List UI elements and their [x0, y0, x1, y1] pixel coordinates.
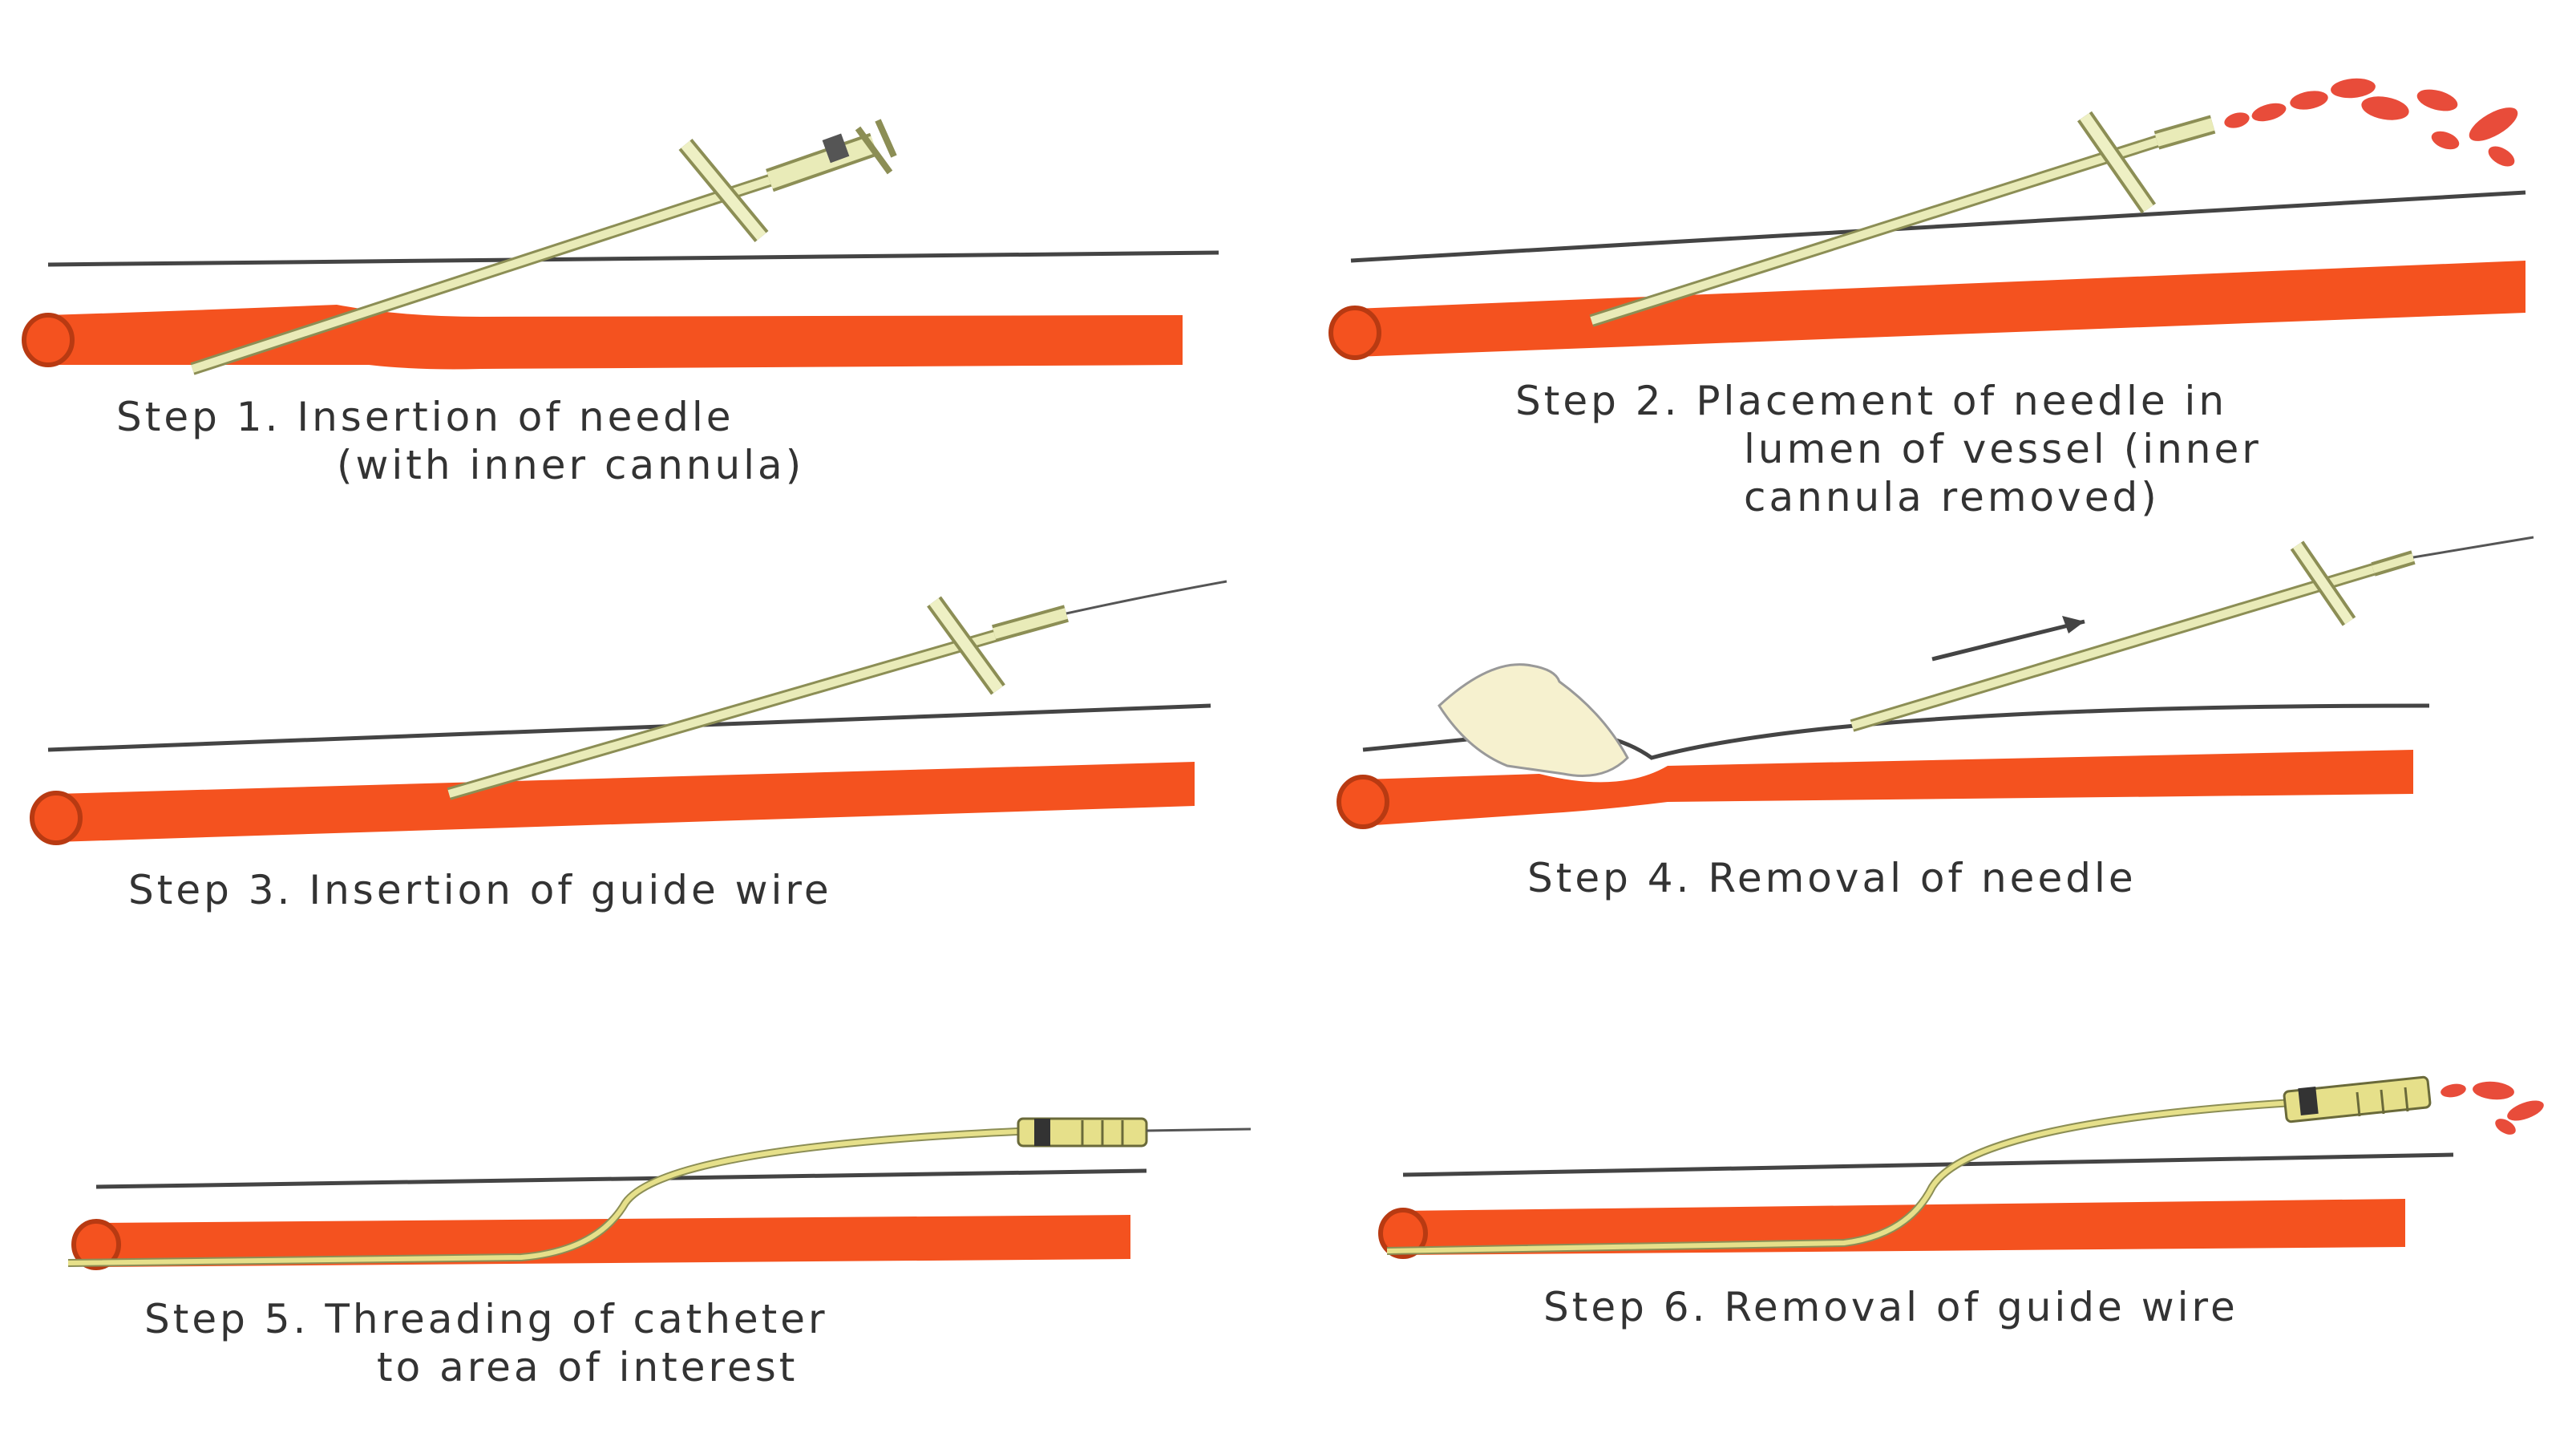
step-6-caption: Step 6. Removal of guide wire [1543, 1283, 2238, 1331]
step-4-caption: Step 4. Removal of needle [1527, 854, 2137, 902]
skin-surface-line [95, 1168, 1147, 1189]
needle-in-lumen [1589, 111, 2216, 327]
blood-spurt [2224, 78, 2518, 167]
step-6-illustration [1378, 1075, 2544, 1259]
needle-over-wire [1850, 536, 2534, 732]
step-3-caption: Step 3. Insertion of guide wire [128, 866, 832, 914]
withdrawal-arrow [1931, 616, 2085, 662]
guide-wire [1146, 1127, 1252, 1132]
caption-line: Step 6. Removal of guide wire [1543, 1284, 2238, 1330]
catheter-over-wire [67, 1117, 1252, 1267]
blood-vessel [1337, 750, 2413, 829]
step-3-illustration [30, 580, 1227, 845]
step-5-caption: Step 5. Threading of catheter to area of… [144, 1295, 828, 1391]
blood-vessel [30, 762, 1195, 845]
blood-vessel [1328, 261, 2525, 360]
caption-line: to area of interest [377, 1344, 799, 1390]
guide-wire [2412, 536, 2534, 559]
caption-line: Step 2. Placement of needle in [1515, 378, 2228, 424]
step-1-caption: Step 1. Insertion of needle (with inner … [116, 393, 804, 489]
skin-surface-line [1402, 1152, 2454, 1177]
step-1-illustration [22, 119, 1219, 375]
step-4-illustration [1337, 536, 2534, 829]
caption-line: cannula removed) [1744, 474, 2160, 520]
step-2-caption: Step 2. Placement of needle in lumen of … [1515, 377, 2262, 521]
needle-with-cannula [190, 119, 897, 375]
step-5-illustration [67, 1117, 1252, 1270]
caption-line: (with inner cannula) [337, 442, 805, 488]
skin-surface-line [47, 703, 1211, 752]
caption-line: Step 4. Removal of needle [1527, 855, 2137, 901]
finger-pressure [1438, 663, 1629, 777]
guide-wire [1066, 580, 1227, 615]
caption-line: lumen of vessel (inner [1744, 426, 2262, 472]
blood-vessel [1378, 1199, 2405, 1259]
blood-vessel [71, 1215, 1130, 1270]
blood-drip [2441, 1081, 2544, 1135]
needle-with-guide-wire [447, 580, 1227, 800]
skin-surface-line [1350, 190, 2526, 263]
caption-line: Step 1. Insertion of needle [116, 394, 734, 440]
skin-surface-line [47, 250, 1219, 267]
catheter-in-place [1386, 1075, 2432, 1255]
step-2-illustration [1328, 78, 2526, 360]
caption-line: Step 3. Insertion of guide wire [128, 867, 832, 913]
caption-line: Step 5. Threading of catheter [144, 1296, 828, 1342]
